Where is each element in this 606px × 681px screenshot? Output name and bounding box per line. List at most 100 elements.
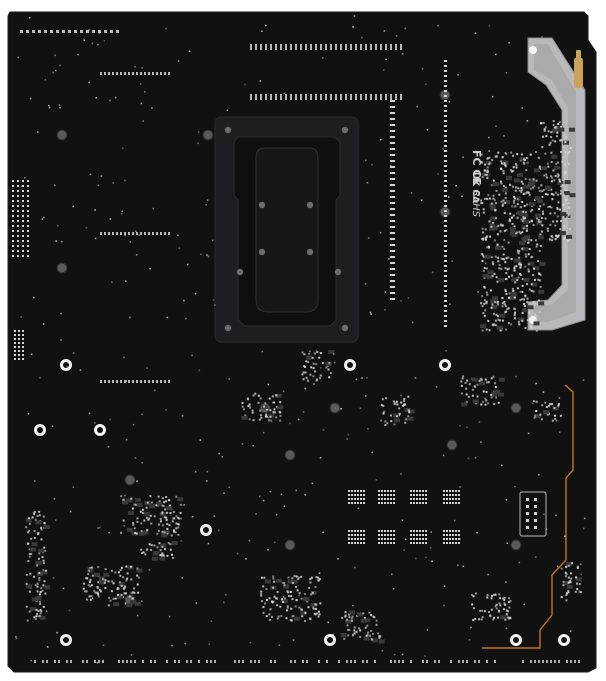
- smd-part: [503, 162, 506, 165]
- smd-part: [505, 613, 508, 616]
- ram-slot-solder-row: [360, 94, 362, 100]
- smd-part: [504, 192, 507, 195]
- smd-part: [393, 402, 396, 405]
- smd-part: [503, 608, 505, 611]
- chip-pad: [446, 498, 448, 500]
- io-pin: [444, 75, 447, 77]
- test-point: [206, 480, 208, 482]
- smd-part: [488, 246, 490, 249]
- test-point: [39, 376, 41, 379]
- test-point: [214, 304, 216, 306]
- smd-part: [275, 393, 282, 398]
- header-pin: [22, 190, 24, 192]
- io-pin: [444, 285, 447, 287]
- test-point: [488, 150, 490, 152]
- smd-part: [97, 581, 100, 584]
- smd-part: [288, 595, 290, 597]
- test-point: [503, 135, 505, 137]
- io-pin: [444, 110, 447, 112]
- smd-part: [126, 603, 133, 608]
- header-pin: [14, 342, 16, 344]
- chip-pad: [363, 498, 365, 500]
- smd-part: [494, 319, 497, 322]
- smd-part: [43, 580, 46, 583]
- smd-part: [506, 268, 509, 271]
- smd-part: [492, 375, 495, 378]
- header-pin: [27, 190, 29, 192]
- smd-part: [172, 510, 175, 513]
- chip-pad: [348, 490, 350, 492]
- test-point: [140, 102, 143, 105]
- fan-header-pin: [526, 505, 529, 508]
- smd-part: [535, 400, 538, 403]
- smd-part: [522, 210, 525, 213]
- smd-part: [165, 511, 168, 514]
- io-pin: [390, 256, 395, 258]
- smd-part: [93, 589, 96, 592]
- ram-slot-solder-row: [350, 44, 352, 50]
- smd-part: [96, 586, 99, 589]
- test-point: [124, 494, 126, 497]
- io-pin: [444, 210, 447, 212]
- smd-part: [103, 572, 110, 577]
- smd-part: [520, 180, 523, 183]
- smd-part: [502, 253, 505, 256]
- pcie-solder-row: [164, 72, 166, 75]
- smd-part: [541, 404, 544, 407]
- smd-part: [550, 206, 553, 209]
- smd-part: [150, 544, 153, 547]
- smd-part: [554, 174, 557, 177]
- smd-part: [496, 314, 499, 317]
- chip-pad: [387, 530, 389, 532]
- test-point: [488, 136, 490, 139]
- smd-part: [269, 608, 272, 611]
- smd-part: [529, 153, 532, 156]
- header-pin: [12, 250, 14, 252]
- smd-part: [38, 552, 41, 555]
- smd-part: [169, 512, 172, 514]
- chip-pad: [413, 494, 415, 496]
- bottom-edge-pad: [534, 660, 536, 663]
- smd-part: [31, 542, 38, 547]
- smd-part: [535, 213, 541, 218]
- smd-part: [564, 151, 567, 153]
- smd-part: [309, 617, 312, 620]
- pcie-solder-row: [160, 72, 162, 75]
- smd-part: [560, 150, 563, 153]
- bottom-edge-pad: [550, 660, 552, 663]
- bottom-edge-pad: [554, 660, 556, 663]
- header-pin: [22, 230, 24, 232]
- smd-part: [545, 406, 548, 408]
- smd-part: [495, 189, 498, 192]
- smd-part: [120, 566, 123, 569]
- smd-part: [297, 576, 300, 579]
- fan-header-pin: [526, 526, 529, 529]
- test-point: [53, 184, 56, 187]
- smd-part: [519, 263, 522, 266]
- io-pin: [444, 315, 447, 317]
- smd-part: [305, 360, 308, 363]
- smd-part: [247, 405, 250, 407]
- smd-part: [494, 324, 497, 327]
- chip-pad: [449, 542, 451, 544]
- test-point: [401, 519, 404, 522]
- test-point: [226, 109, 229, 112]
- pcie-solder-row: [164, 232, 166, 235]
- smd-part: [535, 410, 538, 412]
- pcie-solder-row: [116, 72, 118, 75]
- smd-part: [504, 305, 507, 308]
- test-point: [583, 527, 585, 530]
- smd-part: [531, 327, 534, 330]
- bottom-edge-pad: [174, 660, 176, 663]
- smd-part: [512, 202, 515, 205]
- test-point: [347, 433, 350, 436]
- smd-part: [139, 510, 142, 513]
- smd-part: [564, 136, 567, 139]
- smd-part: [276, 604, 279, 607]
- smd-part: [149, 514, 152, 517]
- ram-slot-solder-row: [255, 44, 257, 50]
- smd-part: [569, 238, 571, 241]
- smd-part: [491, 261, 494, 264]
- standoff: [202, 129, 214, 141]
- smd-part: [566, 584, 573, 589]
